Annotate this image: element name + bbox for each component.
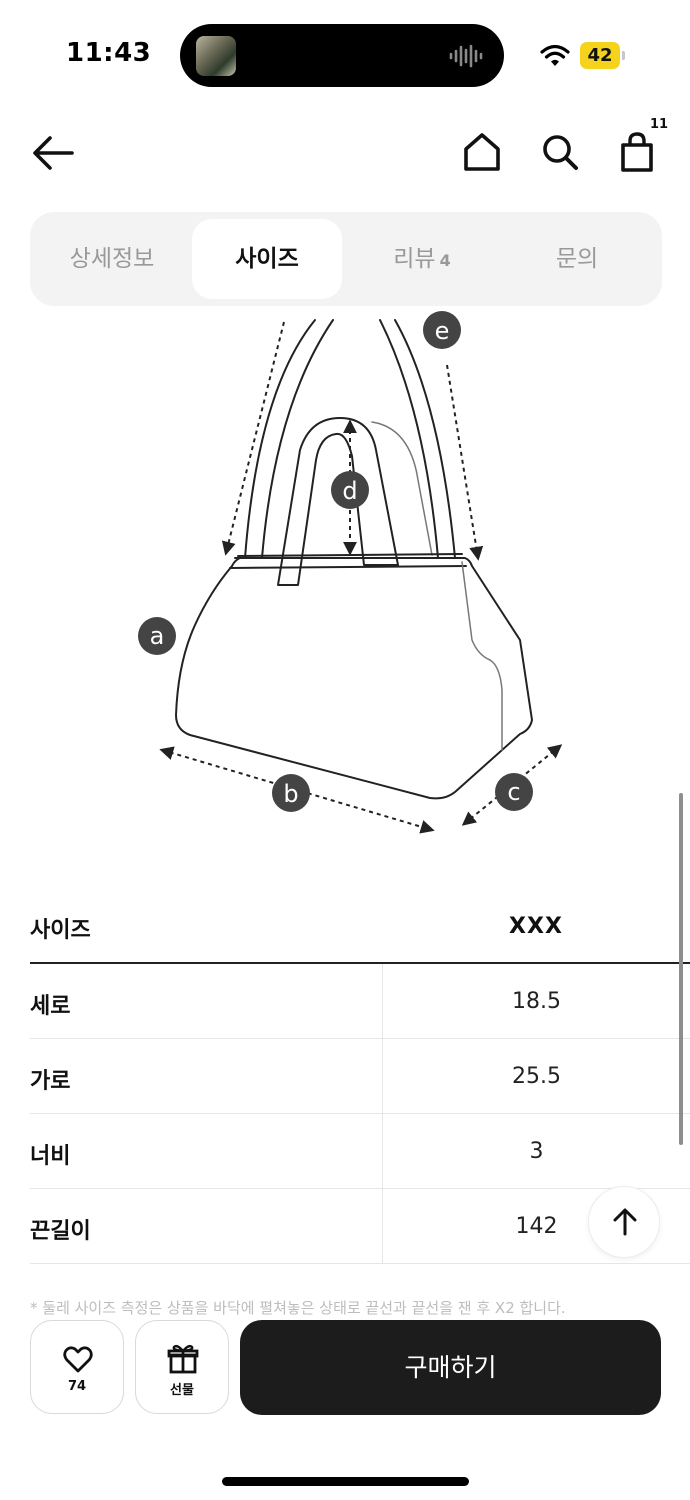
back-arrow-icon[interactable]: [30, 133, 76, 173]
scroll-to-top-button[interactable]: [588, 1186, 660, 1258]
home-icon[interactable]: [462, 131, 502, 173]
table-row: 세로 18.5: [30, 964, 690, 1039]
measurement-note: * 둘레 사이즈 측정은 상품을 바닥에 펼쳐놓은 상태로 끝선과 끝선을 잰 …: [30, 1299, 566, 1317]
table-row: 가로 25.5: [30, 1039, 690, 1114]
row-label: 끈길이: [30, 1219, 91, 1244]
handle-back: [371, 421, 433, 556]
row-label: 가로: [30, 1069, 71, 1094]
table-row: 끈길이 142: [30, 1189, 690, 1264]
label-b: b: [283, 780, 298, 808]
tab-label: 사이즈: [235, 246, 299, 272]
shopping-bag-icon[interactable]: [617, 131, 657, 173]
like-count: 74: [67, 1379, 87, 1394]
row-label: 세로: [30, 994, 71, 1019]
strap-outer: [244, 319, 316, 559]
dim-line-e-right: [446, 364, 484, 561]
tab-label: 리뷰: [393, 246, 436, 272]
sound-wave-icon: [449, 44, 483, 68]
status-bar: 11:43 42: [0, 0, 690, 100]
strap-right-inner: [379, 319, 439, 559]
dim-line-e-left: [221, 321, 285, 556]
tab-details[interactable]: 상세정보: [37, 219, 187, 299]
row-value: 142: [382, 1189, 690, 1264]
dynamic-island: [180, 24, 504, 87]
like-button[interactable]: 74: [30, 1320, 124, 1414]
tab-label: 상세정보: [69, 246, 155, 272]
gift-label: 선물: [170, 1383, 194, 1398]
strap-inner: [261, 319, 334, 559]
tab-size[interactable]: 사이즈: [192, 219, 342, 299]
gift-icon: [167, 1344, 199, 1374]
home-indicator: [222, 1477, 469, 1486]
bag-side: [461, 561, 503, 751]
handle: [277, 417, 399, 586]
tab-inquiry[interactable]: 문의: [502, 219, 652, 299]
now-playing-thumbnail: [196, 36, 236, 76]
row-value: 3: [382, 1114, 690, 1189]
battery-tip: [622, 51, 625, 60]
size-table: 사이즈 XXX 세로 18.5 가로 25.5 너비 3 끈길이 142: [30, 888, 690, 1264]
review-count: 4: [439, 251, 451, 270]
table-row: 너비 3: [30, 1114, 690, 1189]
label-e: e: [435, 317, 450, 345]
heart-icon: [63, 1346, 93, 1373]
buy-button[interactable]: 구매하기: [240, 1320, 661, 1415]
cart-count-badge: 11: [650, 117, 669, 132]
header-size-value: XXX: [509, 914, 563, 939]
search-icon[interactable]: [541, 133, 579, 171]
table-header-row: 사이즈 XXX: [30, 888, 690, 964]
bag-size-illustration: a b c d e: [138, 311, 563, 834]
label-markers: [138, 311, 533, 812]
gift-button[interactable]: 선물: [135, 1320, 229, 1414]
wifi-icon: [540, 44, 570, 66]
bag-frame: [229, 565, 467, 569]
status-time: 11:43: [66, 38, 152, 68]
arrow-up-icon: [613, 1208, 637, 1236]
bag-body: [175, 557, 533, 800]
strap-right-outer: [394, 319, 456, 559]
label-a: a: [150, 622, 165, 650]
scrollbar[interactable]: [679, 793, 683, 1145]
label-c: c: [507, 778, 520, 806]
tab-label: 문의: [555, 246, 599, 272]
header-size-label: 사이즈: [30, 918, 91, 943]
row-value: 25.5: [382, 1039, 690, 1114]
row-label: 너비: [30, 1144, 71, 1169]
bag-frame-top: [237, 553, 463, 557]
label-d: d: [342, 477, 357, 505]
row-value: 18.5: [382, 964, 690, 1039]
dim-line-b: [159, 746, 435, 834]
header: 11: [0, 115, 690, 195]
battery-indicator: 42: [580, 42, 620, 69]
